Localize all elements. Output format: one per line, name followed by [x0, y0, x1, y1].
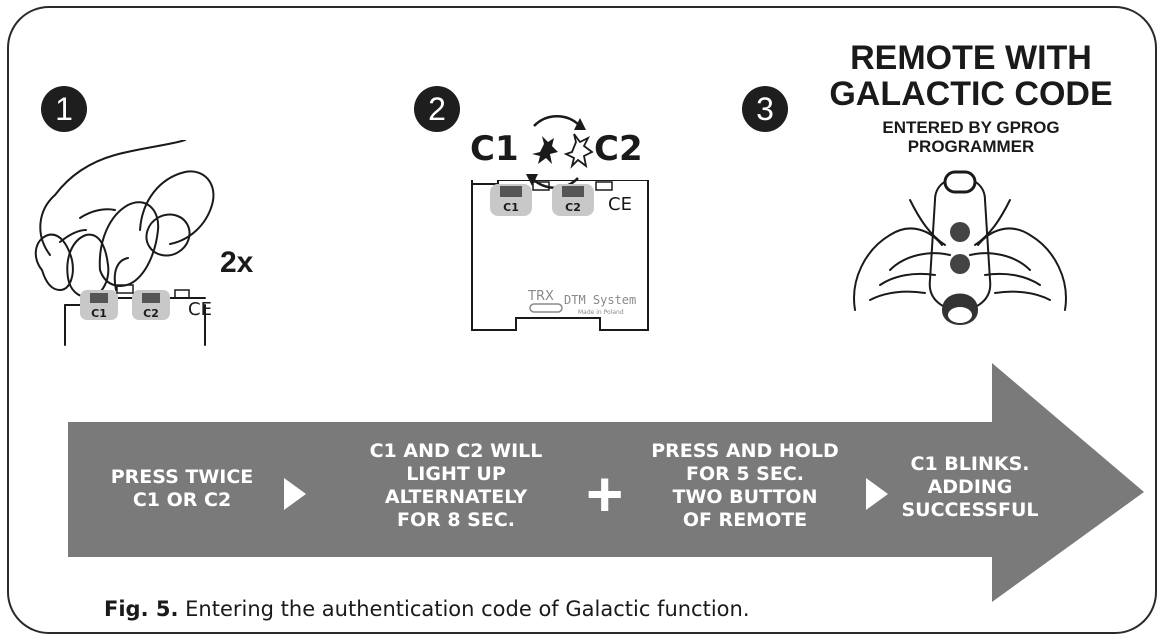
stage-4-line-1: C1 BLINKS.	[910, 453, 1030, 475]
press-count-label: 2x	[220, 246, 254, 279]
step-1-c1-label: C1	[91, 307, 107, 320]
step-2-c1-text: C1	[470, 129, 519, 169]
step-3-title-line-1: REMOTE WITH	[850, 39, 1092, 77]
step-2-ce-mark: CE	[608, 194, 632, 215]
stage-3-line-2: FOR 5 SEC.	[685, 463, 805, 485]
step-1-c2-label: C2	[143, 307, 159, 320]
stage-2-line-3: ALTERNATELY	[384, 486, 528, 508]
stage-3-line-1: PRESS AND HOLD	[651, 440, 839, 462]
stage-3-text: PRESS AND HOLD FOR 5 SEC. TWO BUTTON OF …	[630, 440, 860, 532]
figure-caption-text: Entering the authentication code of Gala…	[178, 597, 750, 621]
stage-2-line-2: LIGHT UP	[406, 463, 506, 485]
step-3-badge: 3	[742, 86, 788, 132]
figure-caption: Fig. 5. Entering the authentication code…	[104, 597, 750, 621]
figure-frame	[7, 6, 1157, 634]
brand-label: DTM System	[564, 293, 636, 307]
stage-2-line-4: FOR 8 SEC.	[396, 509, 516, 531]
trx-module-illustration: C1 C2 CE TRX DTM System Made in Poland	[471, 180, 649, 331]
step-2-c1-label: C1	[503, 201, 519, 214]
stage-3-line-4: OF REMOTE	[682, 509, 808, 531]
plus-icon: +	[586, 458, 624, 530]
figure-caption-label: Fig. 5.	[104, 597, 179, 621]
step-1-badge: 1	[41, 86, 87, 132]
trx-label: TRX	[527, 289, 554, 304]
step-3-title-line-2: GALACTIC CODE	[829, 75, 1113, 113]
stage-1-next-arrow-icon	[284, 478, 306, 510]
step-2-badge: 2	[414, 86, 460, 132]
stage-3-line-3: TWO BUTTON	[672, 486, 818, 508]
stage-4-line-3: SUCCESSFUL	[901, 499, 1039, 521]
stage-1-text: PRESS TWICE C1 OR C2	[82, 466, 282, 512]
process-arrow-shape	[68, 363, 1144, 602]
stage-1-line-1: PRESS TWICE	[110, 466, 254, 488]
alternating-blink-icon	[526, 115, 594, 189]
step-2-c2-text: C2	[594, 129, 643, 169]
step-1-ce-mark: CE	[188, 299, 212, 320]
step-3-subtitle-line-2: PROGRAMMER	[907, 137, 1035, 156]
stage-3-next-arrow-icon	[866, 478, 888, 510]
stage-4-text: C1 BLINKS. ADDING SUCCESSFUL	[890, 453, 1050, 522]
step-1-illustration: C1 C2 CE	[34, 140, 215, 346]
step-3-subtitle-line-1: ENTERED BY GPROG	[882, 118, 1060, 137]
step-2-c2-label: C2	[565, 201, 581, 214]
stage-4-line-2: ADDING	[927, 476, 1013, 498]
remote-in-hands-illustration	[853, 170, 1067, 325]
stage-1-line-2: C1 OR C2	[132, 489, 232, 511]
stage-2-text: C1 AND C2 WILL LIGHT UP ALTERNATELY FOR …	[336, 440, 576, 532]
stage-2-line-1: C1 AND C2 WILL	[369, 440, 543, 462]
made-in-label: Made in Poland	[578, 309, 624, 316]
